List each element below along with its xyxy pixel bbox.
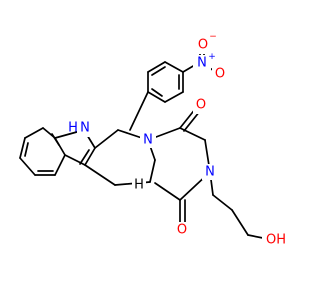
nitro-n-charge: +	[208, 52, 216, 62]
nitro-o-bottom: O	[215, 67, 225, 82]
structure-diagram: O − N + O N H N O O N OH H	[19, 32, 290, 248]
indole-nh-h: H	[68, 121, 78, 136]
atom-labels: O − N + O N H N O O N OH H	[68, 32, 290, 248]
hydroxyl-oh: OH	[266, 233, 286, 248]
piperazine-n: N	[205, 165, 215, 180]
stereo-h: H	[134, 178, 144, 193]
nitro-o-charge: −	[209, 32, 217, 42]
nitro-n: N	[197, 56, 207, 71]
molecule-canvas: O − N + O N H N O O N OH H	[19, 32, 290, 248]
carbonyl-o-lower: O	[177, 223, 187, 238]
indole-nh: N	[80, 121, 90, 136]
ring-n: N	[143, 133, 153, 148]
nitro-o-top: O	[198, 38, 208, 53]
carbonyl-o-upper: O	[196, 98, 206, 113]
